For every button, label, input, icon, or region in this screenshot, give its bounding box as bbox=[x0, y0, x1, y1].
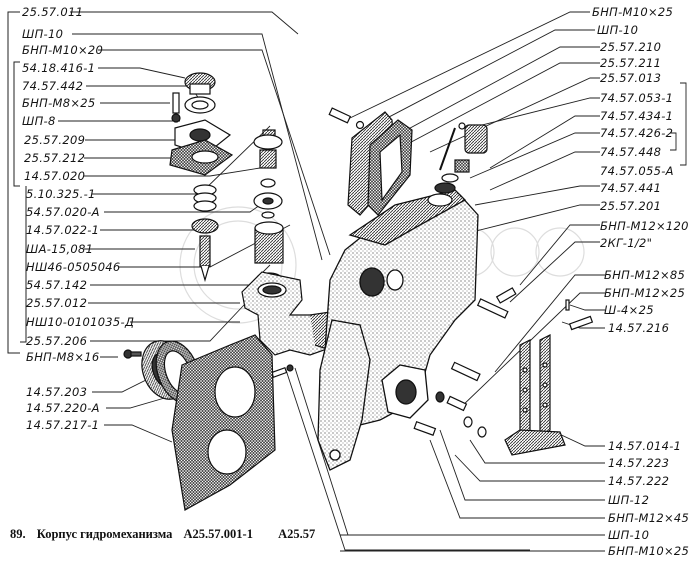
flange-and-gaskets bbox=[123, 334, 276, 511]
part-label: 74.57.448 bbox=[600, 145, 662, 159]
part-label: 25.57.013 bbox=[600, 71, 662, 85]
figure-caption: 89. Корпус гидромеханизма А25.57.001-1 А… bbox=[10, 527, 323, 542]
group-code: А25.57 bbox=[278, 527, 316, 541]
part-label: ШП-10 bbox=[597, 23, 639, 37]
filter-cap-assembly bbox=[169, 72, 234, 283]
part-label: БНП-М8×16 bbox=[26, 350, 100, 364]
valve-stack bbox=[253, 129, 284, 284]
part-label: 25.57.201 bbox=[600, 199, 662, 213]
part-label: БНП-М12×25 bbox=[604, 286, 686, 300]
part-label: 54.57.142 bbox=[26, 278, 88, 292]
part-label: БНП-М8×25 bbox=[22, 96, 96, 110]
figure-title: Корпус гидромеханизма bbox=[36, 527, 173, 541]
part-label: 74.57.441 bbox=[600, 181, 662, 195]
part-label: 74.57.426-2 bbox=[600, 126, 674, 140]
part-label: 14.57.014-1 bbox=[608, 439, 682, 453]
part-label: 14.57.217-1 bbox=[26, 418, 100, 432]
part-label: ША-15,081 bbox=[26, 242, 94, 256]
cover-plate bbox=[328, 107, 413, 216]
part-label: ШП-10 bbox=[22, 27, 64, 41]
part-label: БНП-М12×45 bbox=[608, 511, 690, 525]
part-label: БНП-М10×25 bbox=[592, 5, 674, 19]
part-label: 74.57.053-1 bbox=[600, 91, 674, 105]
part-label: БНП-М10×25 bbox=[608, 544, 690, 558]
part-label: 14.57.220-А bbox=[26, 401, 100, 415]
part-label: БНП-М12×120 bbox=[600, 219, 689, 233]
part-label: ШП-12 bbox=[608, 493, 650, 507]
part-label: 74.57.442 bbox=[22, 79, 84, 93]
part-label: 25.57.211 bbox=[600, 56, 662, 70]
part-label: 2КГ-1/2" bbox=[600, 236, 653, 250]
part-label: 54.18.416-1 bbox=[22, 61, 96, 75]
part-label: ШП-8 bbox=[22, 114, 56, 128]
part-label: 25.57.206 bbox=[26, 334, 88, 348]
part-label: 25.57.209 bbox=[24, 133, 86, 147]
part-label: 25.57.210 bbox=[600, 40, 662, 54]
part-label: 5.10.325.-1 bbox=[26, 187, 96, 201]
left-bracket-lines bbox=[7, 11, 27, 354]
part-label: 14.57.223 bbox=[608, 456, 670, 470]
part-label: 14.57.216 bbox=[608, 321, 670, 335]
part-label: 74.57.055-А bbox=[600, 164, 674, 178]
main-housing bbox=[317, 189, 479, 471]
part-label: 14.57.222 bbox=[608, 474, 670, 488]
bolts bbox=[413, 287, 594, 438]
figure-number: 89. bbox=[10, 527, 26, 541]
part-label: БНП-М10×20 bbox=[22, 43, 104, 57]
part-label: 25.57.011 bbox=[22, 5, 84, 19]
part-label: 25.57.212 bbox=[24, 151, 86, 165]
part-label: НШ46-0505046 bbox=[26, 260, 121, 274]
part-label: 25.57.012 bbox=[26, 296, 88, 310]
mounting-bracket bbox=[504, 334, 566, 456]
part-label: 14.57.022-1 bbox=[26, 223, 100, 237]
part-label: Ш-4×25 bbox=[604, 303, 654, 317]
part-label: ШП-10 bbox=[608, 528, 650, 542]
part-label: БНП-М12×85 bbox=[604, 268, 686, 282]
part-label: НШ10-0101035-Д bbox=[26, 315, 135, 329]
part-label: 54.57.020-А bbox=[26, 205, 100, 219]
left-leader-lines bbox=[58, 11, 530, 551]
part-label: 14.57.020 bbox=[24, 169, 86, 183]
part-label: 74.57.434-1 bbox=[600, 109, 674, 123]
assembly-code: А25.57.001-1 bbox=[183, 527, 253, 541]
plug-fittings bbox=[427, 122, 488, 207]
part-label: 14.57.203 bbox=[26, 385, 88, 399]
